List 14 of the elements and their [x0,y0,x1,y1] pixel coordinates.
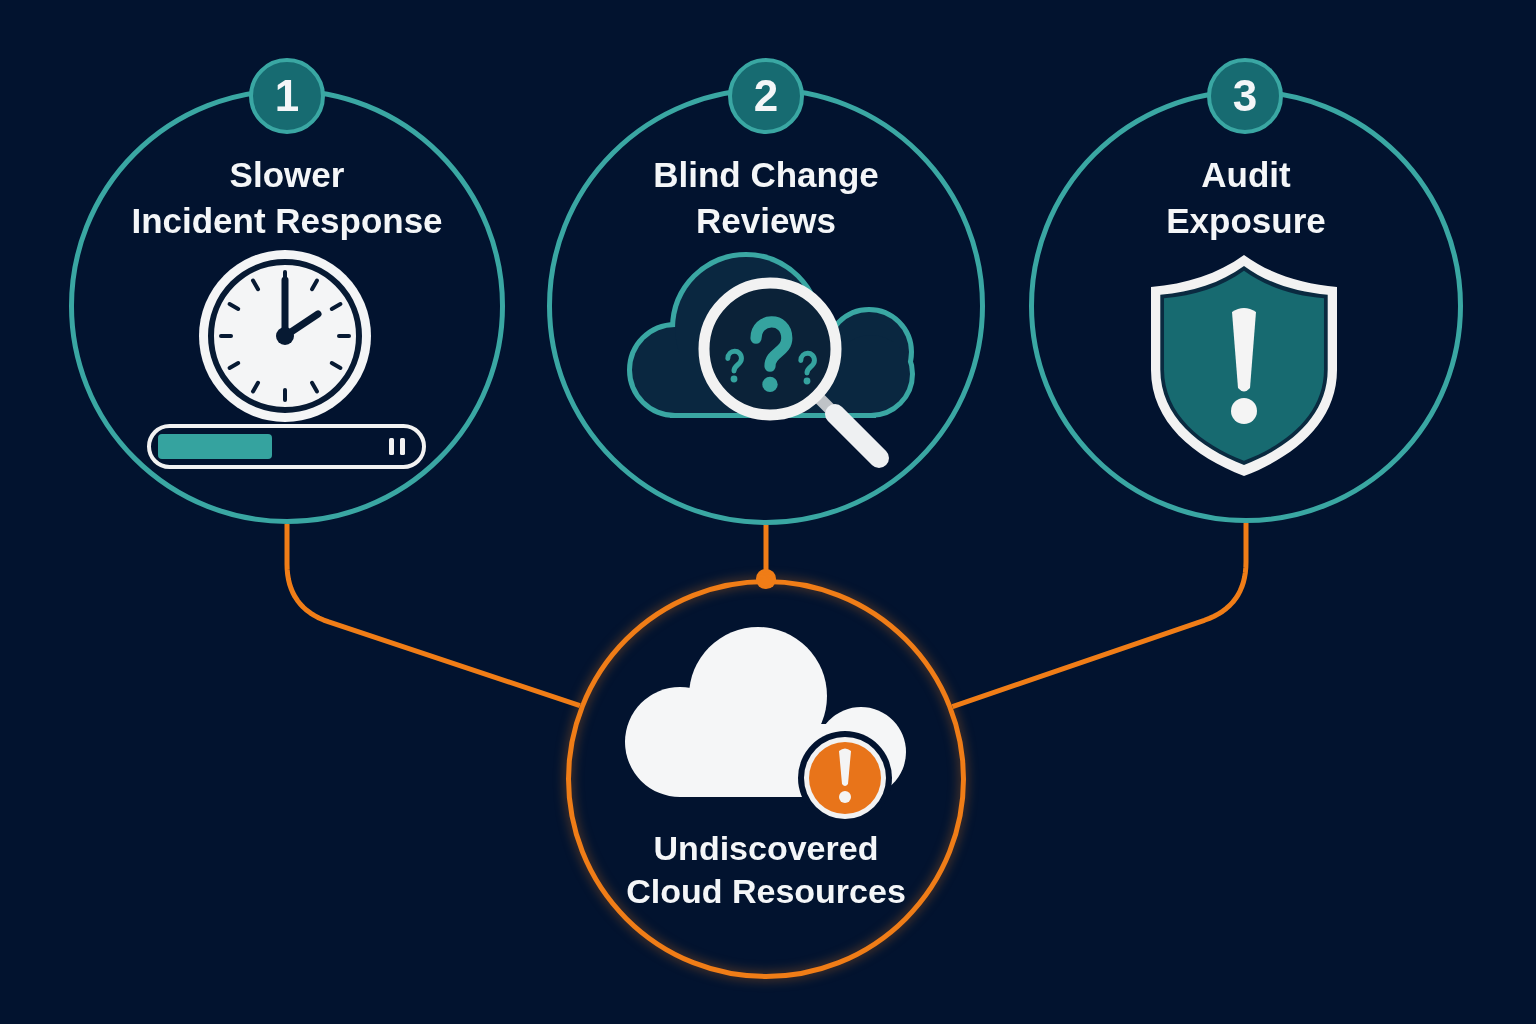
number-badge [1207,58,1283,134]
connector-line [951,523,1249,710]
circle-title: Undiscovered Cloud Resources [626,828,906,912]
step-number: 2 [753,74,779,118]
number-badge [728,58,804,134]
circle-title: Audit Exposure [1166,154,1326,242]
circle-title: Blind Change Reviews [653,154,879,242]
circle-title: Slower Incident Response [131,154,443,242]
connector-line [755,525,777,590]
step-number: 3 [1232,74,1258,118]
connector-line [284,524,581,709]
step-number: 1 [274,74,300,118]
number-badge [249,58,325,134]
circle-node [566,579,966,979]
